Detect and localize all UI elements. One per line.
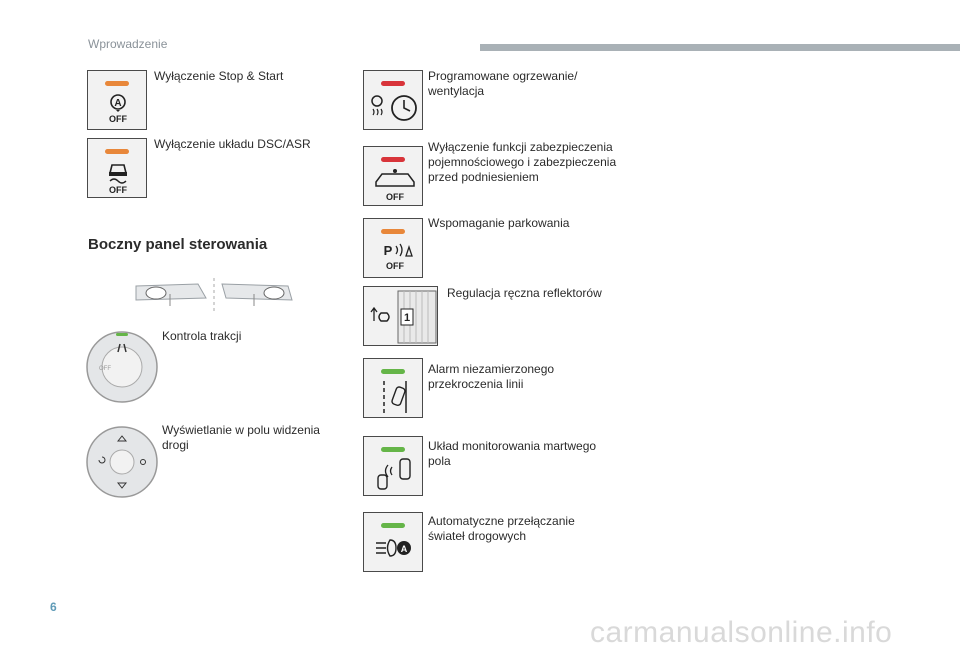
traction-control-dial-icon: OFF: [86, 331, 158, 403]
icon-a-letter: A: [114, 98, 121, 109]
blind-spot-label: Układ monitorowania martwego pola: [428, 439, 597, 468]
head-up-display-label: Wyświetlanie w polu widzenia drogi: [162, 423, 320, 452]
auto-high-beam-label: Automatyczne przełączanie świateł drogow…: [428, 514, 575, 543]
stop-start-off-icon: A OFF: [109, 94, 127, 124]
traction-control-label: Kontrola trakcji: [162, 329, 242, 343]
dsc-asr-off-label: Wyłączenie układu DSC/ASR: [154, 137, 311, 151]
programmable-heating-icon: [371, 95, 417, 121]
head-up-display-control-icon: [86, 426, 158, 498]
section-heading: Boczny panel sterowania: [88, 236, 268, 253]
icon-a-letter: A: [401, 544, 408, 554]
stop-start-off-button: A OFF: [87, 70, 147, 130]
lane-departure-icon: [383, 381, 407, 413]
park-assist-off-button: P OFF: [363, 218, 423, 278]
header-bar: [480, 44, 960, 51]
blind-spot-button: [363, 436, 423, 496]
indicator-light: [105, 149, 129, 154]
steering-wheel-panel-illustration: [135, 278, 293, 312]
auto-high-beam-button: A: [363, 512, 423, 572]
auto-high-beam-icon: A: [376, 539, 411, 557]
indicator-light: [381, 81, 405, 86]
indicator-light: [381, 447, 405, 452]
dsc-asr-off-button: OFF: [87, 138, 147, 198]
programmable-heating-label: Programowane ogrzewanie/ wentylacja: [428, 69, 578, 98]
dial-off-text: OFF: [99, 366, 111, 372]
stop-start-off-label: Wyłączenie Stop & Start: [154, 69, 284, 83]
indicator-light: [381, 229, 405, 234]
dsc-asr-off-icon: OFF: [108, 164, 127, 195]
lane-departure-label: Alarm niezamierzonego przekroczenia lini…: [428, 362, 555, 391]
header-section-title: Wprowadzenie: [88, 37, 168, 51]
blind-spot-icon: [377, 458, 411, 490]
indicator-light: [381, 369, 405, 374]
alarm-protection-off-button: OFF: [363, 146, 423, 206]
programmable-heating-button: [363, 70, 423, 130]
indicator-light: [381, 523, 405, 528]
headlamp-adjust-control: 1: [363, 286, 438, 346]
alarm-protection-off-icon: OFF: [375, 169, 415, 202]
page-number: 6: [50, 600, 57, 614]
icon-off-text: OFF: [109, 114, 127, 124]
park-assist-off-icon: P OFF: [384, 243, 413, 271]
park-assist-off-label: Wspomaganie parkowania: [428, 216, 570, 230]
indicator-light: [381, 157, 405, 162]
icon-off-text: OFF: [109, 185, 127, 195]
lane-departure-button: [363, 358, 423, 418]
headlamp-adjust-icon: 1: [370, 290, 437, 344]
icon-p-letter: P: [384, 243, 393, 258]
icon-off-text: OFF: [386, 192, 404, 202]
headlamp-adjust-label: Regulacja ręczna reflektorów: [447, 286, 602, 300]
icon-off-text: OFF: [386, 261, 404, 271]
alarm-protection-off-label: Wyłączenie funkcji zabezpieczenia pojemn…: [428, 140, 617, 184]
icon-one-text: 1: [404, 312, 410, 324]
watermark-text: carmanualsonline.info: [590, 616, 893, 649]
indicator-light: [105, 81, 129, 86]
